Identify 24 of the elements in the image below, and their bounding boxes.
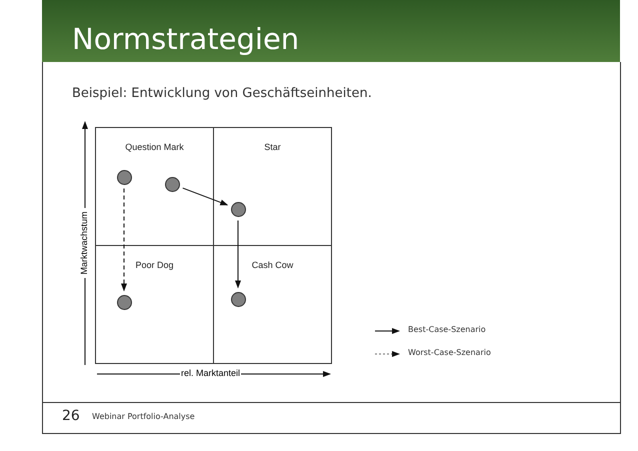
unit-circle (230, 202, 246, 216)
unit-circle (116, 294, 132, 310)
footer-text: Webinar Portfolio-Analyse (92, 412, 195, 421)
slide-title: Normstrategien (72, 22, 300, 56)
unit-circle (164, 176, 180, 192)
arrow (121, 188, 127, 292)
legend-label: Worst-Case-Szenario (408, 348, 491, 357)
legend-label: Best-Case-Szenario (408, 325, 486, 334)
unit-circle (116, 170, 132, 184)
quadrant-label: Cash Cow (250, 260, 294, 270)
quadrant-label: Star (263, 142, 282, 152)
quadrant-label: Question Mark (124, 142, 185, 152)
arrow (182, 188, 228, 206)
matrix-quadrant (95, 127, 214, 246)
arrow (235, 220, 241, 288)
matrix-quadrant (213, 127, 332, 246)
matrix-quadrant (95, 245, 214, 364)
page-number: 26 (62, 408, 80, 424)
subtitle: Beispiel: Entwicklung von Geschäftseinheiten. (72, 86, 372, 101)
quadrant-label: Poor Dog (134, 260, 175, 270)
matrix-quadrant (213, 245, 332, 364)
axis-label: Marktwachstum (79, 208, 89, 278)
unit-circle (230, 292, 246, 306)
axis-label: rel. Marktanteil (180, 368, 242, 378)
